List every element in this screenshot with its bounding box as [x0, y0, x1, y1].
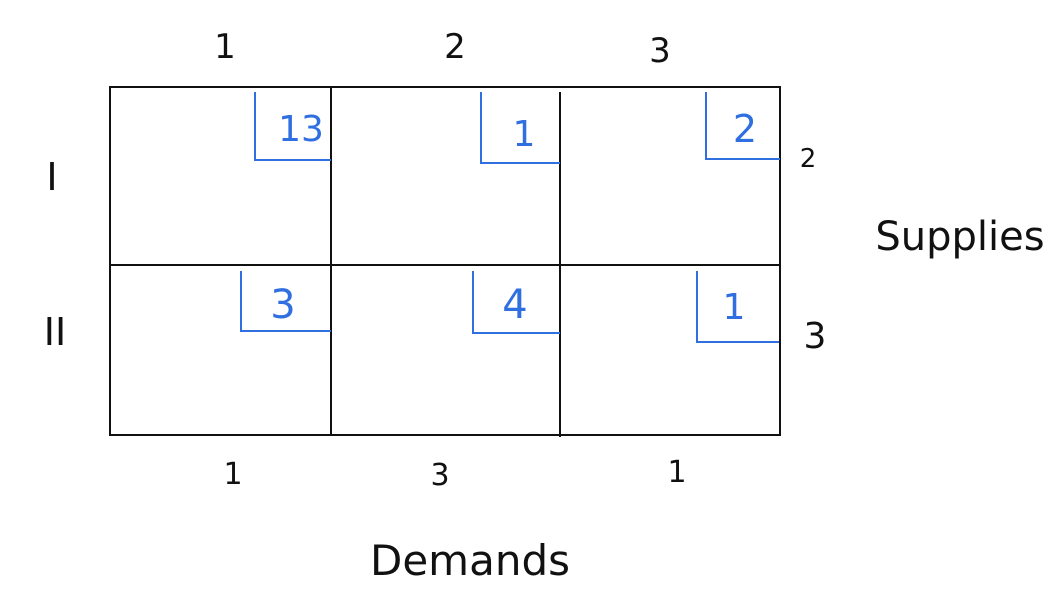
supply-value-1: 2: [800, 144, 817, 174]
column-header-1: 1: [214, 27, 236, 67]
demand-value-2: 3: [430, 458, 449, 493]
row-label-2: II: [44, 310, 66, 354]
supplies-label: Supplies: [875, 214, 1044, 260]
column-header-3: 3: [649, 31, 671, 71]
cost-value-r2-c1: 3: [270, 282, 295, 328]
demands-label: Demands: [370, 536, 570, 585]
table-border: [109, 86, 781, 436]
cost-box-r1-c1: [254, 92, 331, 161]
cost-value-r2-c3: 1: [723, 287, 746, 328]
cost-value-r1-c2: 1: [513, 114, 536, 155]
cost-box-r1-c3: [705, 92, 780, 160]
demand-value-3: 1: [667, 455, 686, 490]
cost-box-r1-c2: [480, 92, 560, 164]
cost-box-r2-c1: [240, 271, 331, 332]
cost-box-r2-c3: [696, 271, 779, 343]
cost-box-r2-c2: [472, 271, 560, 334]
demand-value-1: 1: [223, 457, 242, 492]
cost-value-r1-c1: 13: [278, 109, 324, 150]
cost-value-r1-c3: 2: [733, 107, 757, 151]
column-header-2: 2: [444, 27, 466, 67]
supply-value-2: 3: [804, 316, 827, 357]
row-label-1: I: [46, 155, 57, 199]
cost-value-r2-c2: 4: [502, 282, 527, 328]
